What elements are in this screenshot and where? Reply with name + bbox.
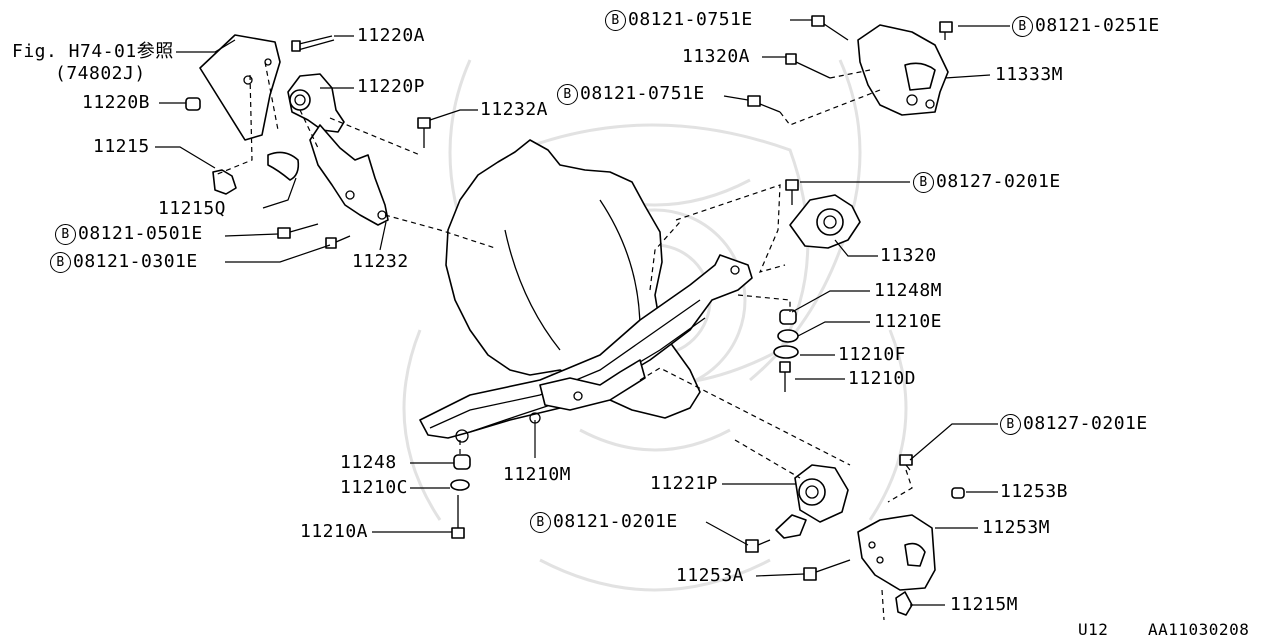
label-11253M: 11253M xyxy=(982,517,1051,538)
mount-11221P xyxy=(775,464,849,539)
bolt-marker: B xyxy=(530,512,551,533)
bolt-marker: B xyxy=(1012,16,1033,37)
bolt-marker: B xyxy=(1000,414,1021,435)
bolt-marker: B xyxy=(50,252,71,273)
mount-11320 xyxy=(789,194,861,249)
corner-code-left: U12 xyxy=(1078,620,1109,638)
label-11210F: 11210F xyxy=(838,344,907,365)
assembly-lines xyxy=(214,61,913,621)
bracket-11253M xyxy=(857,514,936,616)
leader-lines xyxy=(155,19,1010,606)
label-11253A: 11253A xyxy=(676,565,745,586)
label-11320A: 11320A xyxy=(682,46,751,67)
label-11253B: 11253B xyxy=(1000,481,1069,502)
label-ref-figure: Fig. H74-01参照 xyxy=(12,41,174,62)
label-11215: 11215 xyxy=(93,136,150,157)
label-11232A: 11232A xyxy=(480,99,549,120)
bolt-marker: B xyxy=(557,84,578,105)
label-11210C: 11210C xyxy=(340,477,409,498)
label-11333M: 11333M xyxy=(995,64,1064,85)
label-ref-code: (74802J) xyxy=(55,63,146,84)
label-11220A: 11220A xyxy=(357,25,426,46)
label-11215Q: 11215Q xyxy=(158,198,227,219)
label-11232: 11232 xyxy=(352,251,409,272)
bolt-marker: B xyxy=(55,224,76,245)
label-11248M: 11248M xyxy=(874,280,943,301)
label-11220P: 11220P xyxy=(357,76,426,97)
label-11210E: 11210E xyxy=(874,311,943,332)
label-11221P: 11221P xyxy=(650,473,719,494)
fasteners xyxy=(185,15,965,581)
label-11210A: 11210A xyxy=(300,521,369,542)
label-11248: 11248 xyxy=(340,452,397,473)
crossmember xyxy=(419,254,753,443)
label-11215M: 11215M xyxy=(950,594,1019,615)
label-11220B: 11220B xyxy=(82,92,151,113)
bolt-marker: B xyxy=(605,10,626,31)
right-mount-11333M xyxy=(857,24,949,116)
label-11320: 11320 xyxy=(880,245,937,266)
label-11210D: 11210D xyxy=(848,368,917,389)
corner-code-right: AA11030208 xyxy=(1148,620,1250,638)
label-11210M: 11210M xyxy=(503,464,572,485)
left-bracket-11220 xyxy=(199,34,389,226)
bolt-marker: B xyxy=(913,172,934,193)
